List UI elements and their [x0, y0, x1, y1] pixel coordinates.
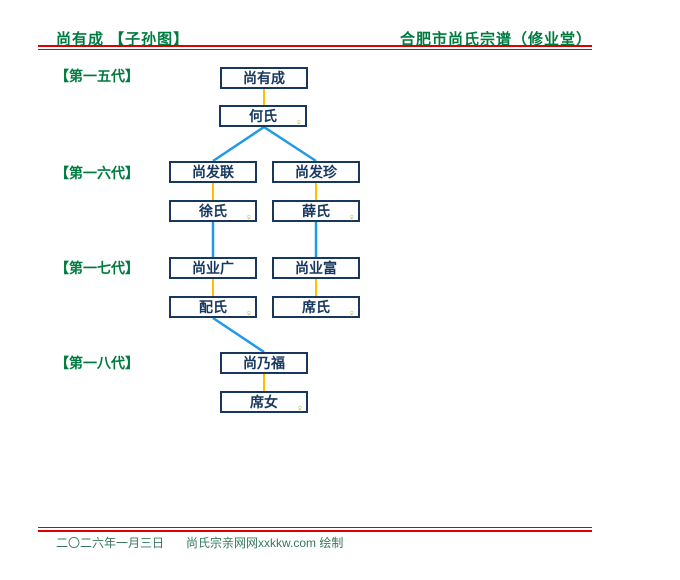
- person-name: 薛氏: [302, 203, 330, 219]
- female-icon: ♀: [244, 212, 253, 224]
- person-node-heshi[interactable]: 何氏 ♀: [219, 105, 307, 129]
- person-name: 配氏: [199, 299, 227, 315]
- generation-label-17: 【第一七代】: [55, 260, 139, 276]
- descent-edge: [263, 125, 317, 163]
- descent-edge: [212, 125, 265, 163]
- person-node-xishi[interactable]: 席氏 ♀: [272, 296, 360, 320]
- female-icon: ♀: [244, 308, 253, 320]
- person-node-peishi[interactable]: 配氏 ♀: [169, 296, 257, 320]
- header-divider: [38, 45, 592, 50]
- footer-divider: [38, 527, 592, 532]
- generation-label-15: 【第一五代】: [55, 68, 139, 84]
- person-name: 席氏: [302, 299, 330, 315]
- person-node-shangfazhen[interactable]: 尚发珍: [272, 161, 360, 183]
- person-node-shangyeguang[interactable]: 尚业广: [169, 257, 257, 279]
- person-name: 尚业广: [192, 260, 234, 276]
- footer-date: 二〇二六年一月三日: [56, 536, 165, 550]
- person-node-shangfalian[interactable]: 尚发联: [169, 161, 257, 183]
- person-name: 席女: [250, 394, 278, 410]
- female-icon: ♀: [347, 212, 356, 224]
- person-name: 何氏: [249, 108, 277, 124]
- person-name: 尚发珍: [295, 164, 337, 180]
- female-icon: ♀: [294, 117, 303, 129]
- person-name: 徐氏: [199, 203, 227, 219]
- generation-label-18: 【第一八代】: [55, 355, 139, 371]
- person-name: 尚乃福: [243, 355, 285, 371]
- header-person-title: 尚有成 【子孙图】: [56, 31, 190, 48]
- person-name: 尚业富: [295, 260, 337, 276]
- generation-label-16: 【第一六代】: [55, 165, 139, 181]
- person-name: 尚发联: [192, 164, 234, 180]
- female-icon: ♀: [295, 403, 304, 415]
- person-node-shangyefu[interactable]: 尚业富: [272, 257, 360, 279]
- footer-credit: 尚氏宗亲网网xxkkw.com 绘制: [186, 536, 344, 550]
- person-node-shangnaifu[interactable]: 尚乃福: [220, 352, 308, 374]
- female-icon: ♀: [347, 308, 356, 320]
- person-node-xueshi[interactable]: 薛氏 ♀: [272, 200, 360, 224]
- person-name: 尚有成: [243, 70, 285, 86]
- person-node-xushi[interactable]: 徐氏 ♀: [169, 200, 257, 224]
- header-book-title: 合肥市尚氏宗谱（修业堂）: [399, 31, 592, 48]
- person-node-xinv[interactable]: 席女 ♀: [220, 391, 308, 415]
- descent-edge: [212, 316, 265, 354]
- person-node-shangyoucheng[interactable]: 尚有成: [220, 67, 308, 89]
